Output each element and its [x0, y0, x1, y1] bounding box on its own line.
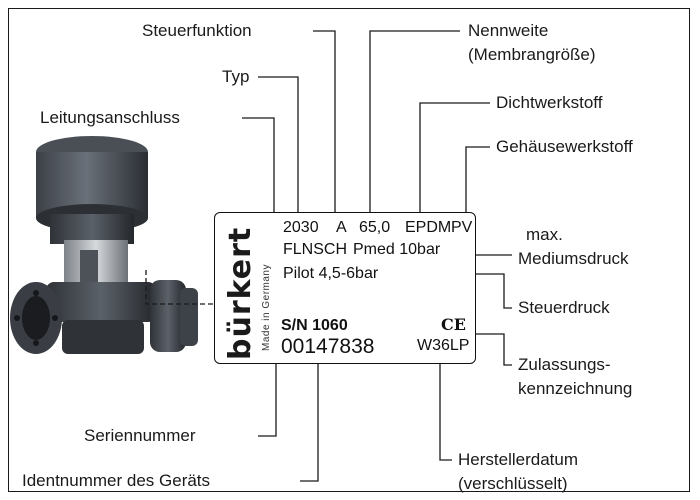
label-nennweite: Nennweite: [468, 21, 549, 40]
leader-leitungsanschluss: [242, 117, 275, 244]
plate-serial: S/N 1060: [281, 317, 348, 334]
plate-date-code: W36LP: [417, 337, 470, 354]
plate-body: PV: [451, 219, 473, 236]
plate-function: A: [336, 219, 347, 236]
label-steuerfunktion: Steuerfunktion: [142, 21, 252, 40]
label-zulassungs: Zulassungs-: [518, 355, 611, 374]
plate-size: 65,0: [359, 219, 391, 236]
leader-seriennummer: [258, 344, 277, 437]
leader-typ: [258, 76, 299, 215]
nameplate: bürkert Made in Germany 2030 A 65,0 EPDM…: [214, 212, 476, 364]
label-identnummer: Identnummer des Geräts: [22, 471, 211, 490]
ce-mark: CE: [441, 315, 466, 334]
dashed-connector: [145, 270, 214, 305]
leader-herstellerdatum: [439, 358, 452, 461]
made-in-text: Made in Germany: [261, 264, 272, 351]
plate-type: 2030: [283, 219, 319, 236]
label-gehaeusewerkstoff: Gehäusewerkstoff: [496, 137, 633, 156]
label-dichtwerkstoff: Dichtwerkstoff: [496, 93, 603, 112]
label-typ: Typ: [222, 67, 250, 86]
label-steuerdruck: Steuerdruck: [518, 298, 610, 317]
diagram-frame: [8, 8, 690, 492]
label-leitungsanschluss: Leitungsanschluss: [40, 108, 180, 127]
leader-identnummer: [300, 356, 319, 482]
label-seriennummer: Seriennummer: [84, 426, 196, 445]
leader-zulassung: [454, 333, 512, 366]
plate-seal: EPDM: [405, 219, 452, 236]
label-membrangroesse: (Membrangröße): [468, 45, 596, 64]
plate-connection: FLNSCH: [283, 241, 348, 258]
leader-nennweite: [369, 30, 460, 215]
label-herstellerdatum: Herstellerdatum: [458, 450, 578, 469]
plate-pressure: Pmed 10bar: [353, 241, 441, 258]
label-max: max.: [526, 225, 563, 244]
label-mediumsdruck: Mediumsdruck: [518, 249, 629, 268]
label-verschluesselt: (verschlüsselt): [458, 474, 568, 493]
plate-pilot: Pilot 4,5-6bar: [283, 265, 379, 282]
leader-gehaeusewerkstoff: [465, 146, 490, 215]
brand-logo: bürkert: [223, 226, 258, 360]
plate-ident-number: 00147838: [281, 335, 375, 358]
leader-dichtwerkstoff: [419, 102, 490, 215]
label-kennzeichnung: kennzeichnung: [518, 379, 633, 398]
leader-steuerfunktion: [313, 30, 336, 215]
